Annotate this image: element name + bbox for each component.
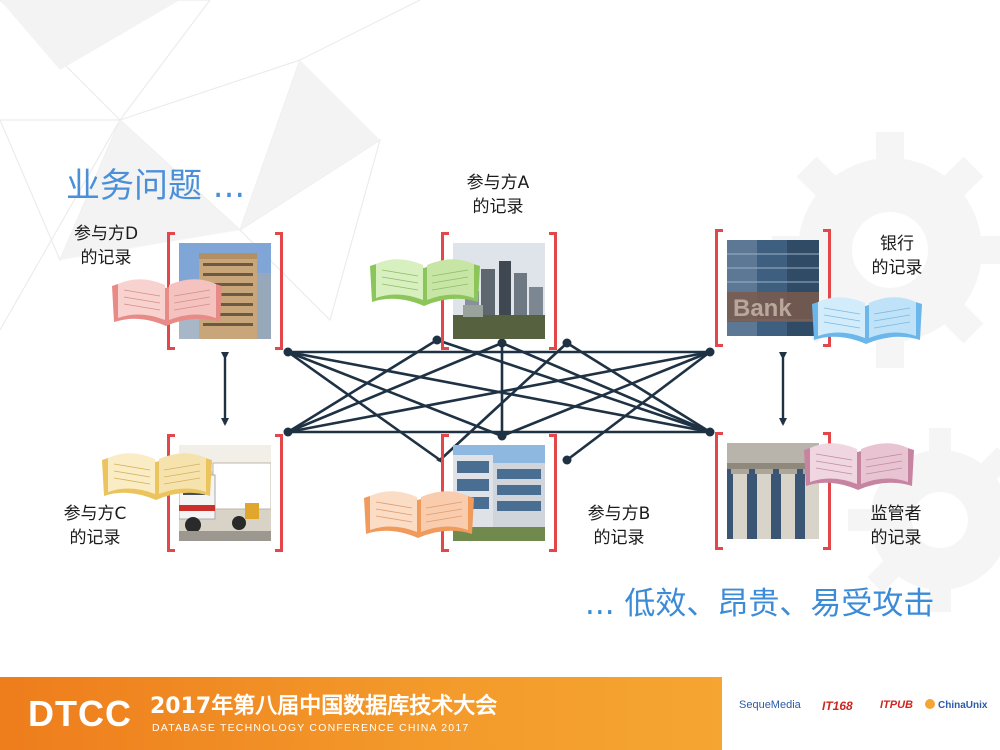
card-bracket-serif <box>441 549 449 552</box>
card-bracket-serif <box>549 347 557 350</box>
card-bracket-serif <box>715 344 723 347</box>
card-bracket-serif <box>715 229 723 232</box>
card-bracket-serif <box>715 432 723 435</box>
card-bracket-serif <box>823 547 831 550</box>
ledger-book-a <box>366 250 484 312</box>
participant-b-label: 参与方B 的记录 <box>549 502 689 550</box>
bank-records: 的记录 <box>827 256 967 280</box>
ledger-book-c <box>98 444 216 506</box>
card-bracket-serif <box>549 434 557 437</box>
card-bracket-serif <box>549 549 557 552</box>
card-bracket-serif <box>441 232 449 235</box>
conference-subtitle: DATABASE TECHNOLOGY CONFERENCE CHINA 201… <box>152 722 469 734</box>
participant-b-name: 参与方B <box>549 502 689 526</box>
card-bracket-serif <box>275 434 283 437</box>
participant-a-records: 的记录 <box>428 195 568 219</box>
card-bracket-serif <box>823 229 831 232</box>
sponsor-it168-logo: IT168 <box>822 699 853 713</box>
conference-title: 2017年第八届中国数据库技术大会 <box>150 688 497 720</box>
dtcc-logo: DTCC <box>28 693 132 735</box>
ledger-book-b <box>360 482 478 544</box>
regulator-records: 的记录 <box>826 526 966 550</box>
card-bracket-serif <box>549 232 557 235</box>
card-bracket-serif <box>275 549 283 552</box>
participant-c-label: 参与方C 的记录 <box>25 502 165 550</box>
card-bracket-serif <box>441 347 449 350</box>
card-bracket-serif <box>167 232 175 235</box>
bank-name: 银行 <box>827 232 967 256</box>
ledger-book-d <box>108 270 226 332</box>
sponsor-sequemedia-logo: SequeMedia <box>739 699 801 711</box>
sponsor-chinaunix-logo: ChinaUnix <box>925 699 987 711</box>
chinaunix-icon <box>925 699 935 709</box>
participant-b-records: 的记录 <box>549 526 689 550</box>
ledger-book-bank <box>808 288 926 350</box>
ledger-book-regulator <box>800 434 918 496</box>
participant-a-label: 参与方A 的记录 <box>428 171 568 219</box>
slide-title: 业务问题 ... <box>66 158 245 207</box>
card-bracket-serif <box>167 347 175 350</box>
bank-sign-text: Bank <box>733 295 792 322</box>
card-bracket-serif <box>275 232 283 235</box>
regulator-name: 监管者 <box>826 502 966 526</box>
regulator-label: 监管者 的记录 <box>826 502 966 550</box>
sponsor-itpub-logo: ITPUB <box>880 699 913 711</box>
footer-bar: DTCC 2017年第八届中国数据库技术大会 DATABASE TECHNOLO… <box>0 677 1000 750</box>
card-bracket-serif <box>715 547 723 550</box>
participant-c-records: 的记录 <box>25 526 165 550</box>
card-bracket-serif <box>167 434 175 437</box>
card-bracket-serif <box>441 434 449 437</box>
participant-a-name: 参与方A <box>428 171 568 195</box>
participant-d-label: 参与方D 的记录 <box>36 222 176 270</box>
card-bracket-serif <box>275 347 283 350</box>
footer-orange-band: DTCC 2017年第八届中国数据库技术大会 DATABASE TECHNOLO… <box>0 677 722 750</box>
bank-label: 银行 的记录 <box>827 232 967 280</box>
bank-photo: Bank <box>727 240 819 336</box>
participant-d-records: 的记录 <box>36 246 176 270</box>
participant-d-name: 参与方D <box>36 222 176 246</box>
card-bracket-serif <box>167 549 175 552</box>
conclusion-text: ... 低效、昂贵、易受攻击 <box>585 578 934 623</box>
